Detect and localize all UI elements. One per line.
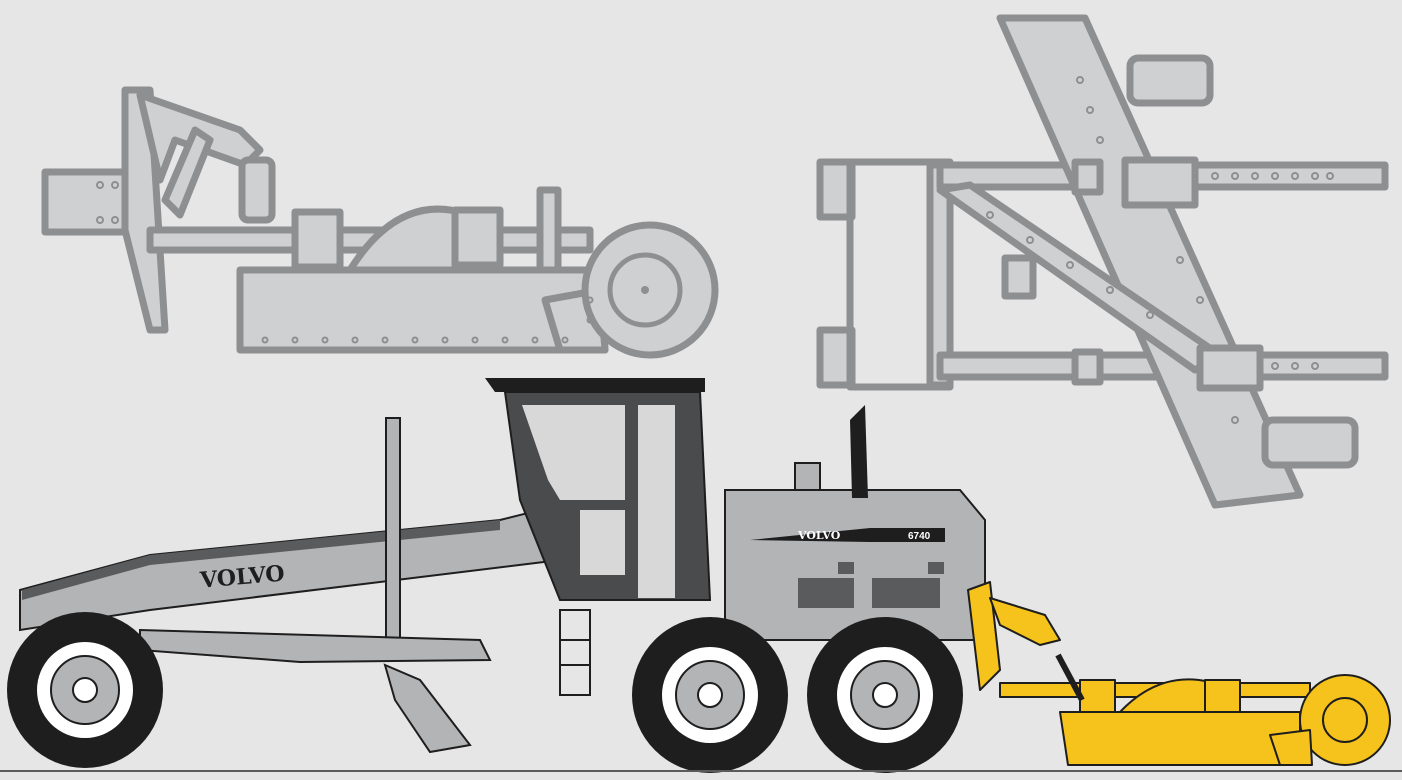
attachment-mount	[967, 581, 1001, 691]
top-view-frame-diagram	[816, 14, 1389, 509]
light-post	[385, 417, 401, 649]
attachment-bracket-right	[1204, 679, 1241, 713]
blade-rivets	[96, 181, 594, 344]
cab-steps	[559, 609, 591, 696]
scarifier-tooth	[383, 663, 472, 754]
rear-wheel-front	[632, 617, 788, 773]
engine-grilles	[798, 562, 944, 608]
bracket-end	[536, 186, 562, 274]
motor-grader-illustration: VOLVO 6740 VOLVO	[7, 378, 986, 773]
guide-wheel-inner	[607, 252, 683, 328]
cab-window-front	[522, 405, 625, 500]
diagonal-strut	[161, 126, 214, 219]
attachment-end-cap	[1269, 729, 1313, 766]
clamp-small-bottom	[1071, 348, 1104, 386]
clamp-bottom	[1196, 344, 1264, 392]
air-intake	[794, 462, 821, 491]
attachment-bracket-left	[1079, 679, 1116, 713]
hood-brand-strip	[750, 528, 945, 542]
top-view-holes	[986, 76, 1334, 424]
engine-hood	[724, 489, 986, 641]
attachment-blade	[1059, 711, 1301, 766]
drawbar	[139, 628, 492, 664]
mount-post	[121, 86, 169, 334]
front-wheel	[7, 612, 163, 768]
attachment-wheel-inner	[1322, 697, 1368, 743]
guide-wheel-outer	[581, 221, 719, 359]
bracket-left	[291, 208, 344, 271]
clamp-small-top	[1071, 158, 1104, 196]
exhaust-stack	[850, 405, 868, 498]
cylinder-bottom	[1261, 416, 1359, 469]
mount-plate	[41, 168, 129, 236]
rear-wheel-back	[807, 617, 963, 773]
attachment-spring	[1055, 653, 1085, 702]
attachment-wheel	[1299, 674, 1391, 766]
cab-window-lower	[580, 510, 625, 575]
cab-window-door	[638, 405, 675, 598]
spring-cylinder	[238, 156, 276, 224]
attachment-arm	[989, 597, 1061, 646]
cab-roof	[485, 378, 705, 392]
pivot-block	[1001, 254, 1037, 300]
guide-wheel-hub	[641, 286, 649, 294]
ditcher-attachment-yellow	[967, 581, 1391, 766]
model-number-label: 6740	[908, 531, 931, 542]
hood-brand-label: VOLVO	[797, 529, 841, 542]
cylinder-top	[1126, 54, 1214, 107]
frame-beam-shadow	[22, 520, 500, 600]
clamp-top	[1121, 156, 1199, 209]
side-view-ditcher-blade-diagram	[41, 86, 719, 359]
bracket-right	[451, 206, 504, 269]
